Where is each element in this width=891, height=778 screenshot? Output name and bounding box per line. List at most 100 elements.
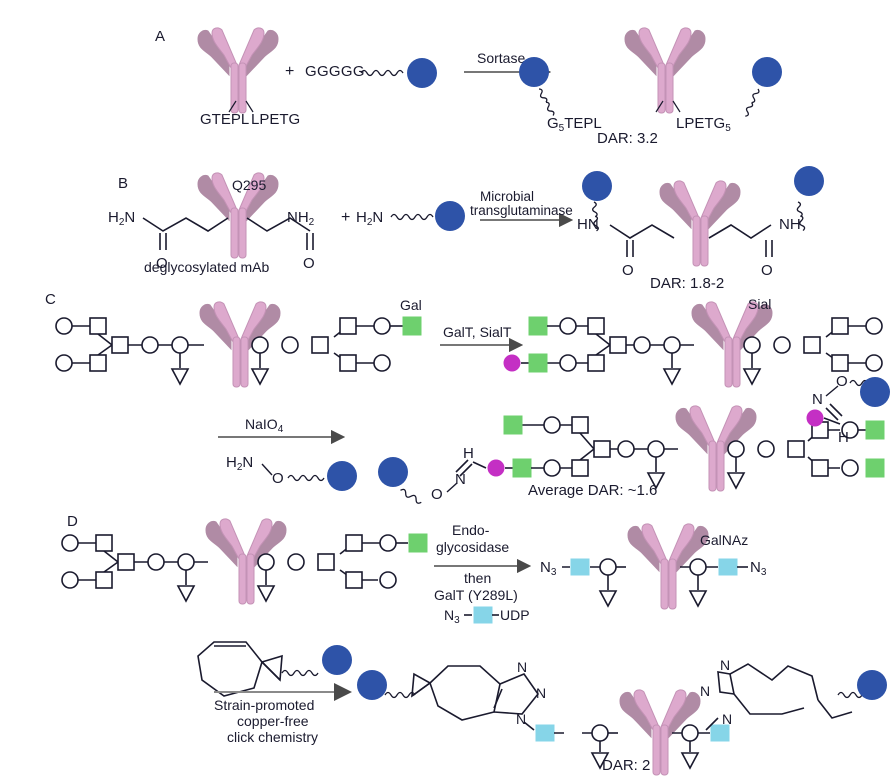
panel-d-reagent-4: GalT (Y289L): [434, 587, 518, 603]
galnaz-residue-reagent: [473, 606, 493, 624]
panel-d-reagent-3: then: [464, 570, 491, 586]
panel-d-triazole-left-n3: N: [516, 711, 526, 727]
panel-a-letter: A: [155, 28, 165, 45]
gal-residue-c4: [503, 415, 523, 435]
cyclooctyne-triazole-left: N N N: [411, 659, 546, 731]
panel-b-linker-amine: H2N: [356, 209, 383, 228]
panel-d-click-2: copper-free: [237, 713, 309, 729]
panel-a-product-tag-right: LPETG5: [676, 115, 731, 134]
panel-b-hn-left: HN: [577, 216, 599, 233]
payload-b-conjugate-right: [794, 166, 824, 196]
panel-d-azide-left: N3: [540, 559, 557, 578]
panel-a: A GTEPL LPETG + GGGGG Sortase G5TEPL LPE…: [155, 27, 782, 147]
panel-d-reagent-2: glycosidase: [436, 539, 509, 555]
panel-a-reagent: Sortase: [477, 50, 525, 66]
sial-residue-c3: [487, 459, 505, 477]
cyclooctyne-reagent: [197, 641, 352, 697]
payload-c-oxime-left: [378, 457, 408, 487]
panel-b-dar: DAR: 1.8-2: [650, 275, 724, 292]
cyclooctyne-triazole-right: N N N: [700, 657, 853, 731]
panel-b-reagent-2: transglutaminase: [470, 203, 573, 218]
panel-b-reagent-1: Microbial: [480, 189, 534, 204]
panel-d-triazole-left-n2: N: [536, 685, 546, 701]
panel-b-letter: B: [118, 175, 128, 192]
glycan-c-product-right: [743, 317, 883, 385]
galnaz-residue-d1: [570, 558, 590, 576]
panel-c-oxime-h-right: H: [838, 429, 849, 446]
glycan-c-substrate-left: [55, 317, 204, 385]
panel-b-plus: +: [341, 209, 350, 226]
galnaz-residue-d2: [718, 558, 738, 576]
panel-b-substrate-label: deglycosylated mAb: [144, 259, 270, 275]
panel-c-oxime-right: H N O: [806, 373, 890, 446]
sial-residue-c1: [503, 354, 521, 372]
panel-c-aminooxy-n: H2N: [226, 454, 253, 473]
panel-c-aminooxy-o: O: [272, 470, 284, 487]
gal-residue-c5: [865, 420, 885, 440]
panel-a-peptide: GGGGG: [305, 63, 365, 80]
panel-b-oxygen-right: O: [303, 255, 315, 272]
panel-d-triazole-left-n1: N: [517, 659, 527, 675]
panel-b: B Q295 H2N O O NH2 deglycosylated mAb + …: [108, 166, 824, 292]
panel-c-gal-label: Gal: [400, 297, 422, 313]
panel-a-tag-gtepl: GTEPL: [200, 111, 249, 128]
panel-d-click-1: Strain-promoted: [214, 697, 314, 713]
panel-d-triazole-right-n2: N: [700, 683, 710, 699]
panel-a-linker-squiggle: [360, 69, 404, 77]
glycan-d-substrate-left: [61, 534, 208, 602]
gal-residue-c3: [512, 458, 532, 478]
panel-b-amine-left: H2N: [108, 209, 135, 228]
panel-b-oxygen-left: O: [156, 255, 168, 272]
galnaz-residue-final-right: [710, 724, 730, 742]
panel-d-azide-right: N3: [750, 559, 767, 578]
panel-d-reagent-1: Endo-: [452, 522, 490, 538]
gal-residue-c2: [528, 353, 548, 373]
payload-c-aminooxy: [327, 461, 357, 491]
payload-d-final-right: [857, 670, 887, 700]
gal-residue-d-substrate: [408, 533, 428, 553]
panel-c-reagent-2: NaIO4: [245, 416, 284, 435]
panel-d-reagent-5-azide: N3: [444, 607, 460, 626]
panel-c-oxime-h-left: H: [463, 445, 474, 462]
panel-d-triazole-right-n3: N: [722, 711, 732, 727]
panel-c-sial-label: Sial: [748, 296, 771, 312]
panel-d-letter: D: [67, 513, 78, 530]
panel-c-oxime-o-left: O: [431, 486, 443, 503]
panel-d-click-3: click chemistry: [227, 729, 318, 745]
payload-b-conjugate-left: [582, 171, 612, 201]
panel-a-dar: DAR: 3.2: [597, 130, 658, 147]
payload-b-free: [435, 201, 465, 231]
payload-d-final-left: [357, 670, 387, 700]
panel-a-plus: +: [285, 63, 294, 80]
panel-b-o-right: O: [761, 262, 773, 279]
panel-c-dar: Average DAR: ~1.6: [528, 482, 657, 499]
panel-b-o-left: O: [622, 262, 634, 279]
panel-d-dar: DAR: 2: [602, 757, 650, 774]
panel-d-galnaz-label: GalNAz: [700, 532, 748, 548]
panel-c-reagent-1: GalT, SialT: [443, 324, 512, 340]
antibody-a-product: [624, 27, 706, 114]
payload-a-free: [407, 58, 437, 88]
gal-residue-c1: [528, 316, 548, 336]
payload-a-conjugate-right: [752, 57, 782, 87]
antibody-b-product: [659, 180, 741, 267]
gal-residue-c-substrate: [402, 316, 422, 336]
panel-d: D Endo- glycosidase then GalT (Y289L) N3: [61, 513, 887, 776]
panel-c: C Gal GalT, SialT: [45, 291, 890, 504]
payload-c-oxime-right: [860, 377, 890, 407]
galnaz-residue-final-left: [535, 724, 555, 742]
panel-b-residue: Q295: [232, 177, 266, 193]
gal-residue-c6: [865, 458, 885, 478]
glycan-d-substrate-right: [257, 533, 428, 602]
payload-d-cyclooctyne: [322, 645, 352, 675]
panel-d-triazole-right-n1: N: [720, 657, 730, 673]
panel-a-tag-lpetg: LPETG: [251, 111, 300, 128]
panel-c-letter: C: [45, 291, 56, 308]
panel-c-oxime-n-right: N: [812, 391, 823, 408]
antibody-a-substrate: [197, 27, 279, 114]
panel-c-oxime-o-right: O: [836, 373, 848, 390]
panel-b-nh-right: NH: [779, 216, 801, 233]
panel-d-reagent-5-udp: UDP: [500, 607, 530, 623]
glycan-c-product-left: [503, 316, 694, 385]
